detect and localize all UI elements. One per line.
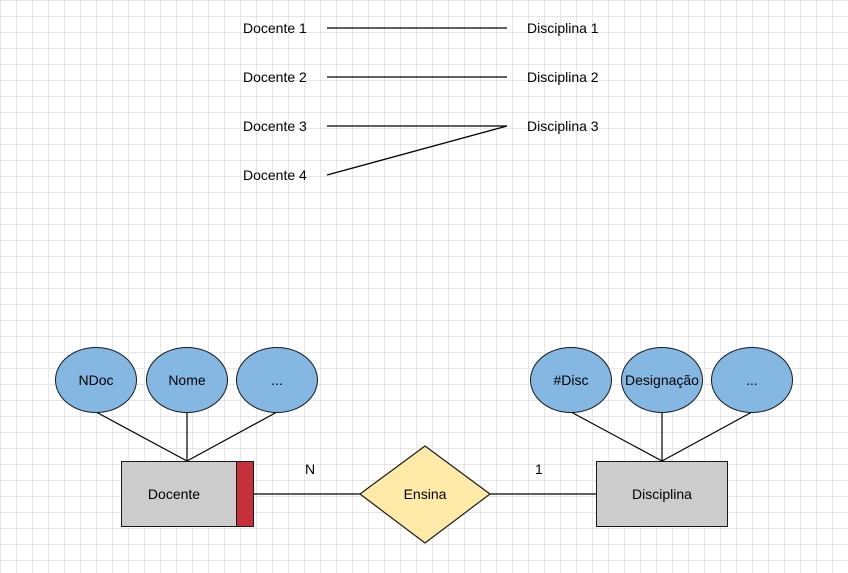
entity-disciplina[interactable]: Disciplina	[596, 461, 728, 527]
relationship-ensina-diamond[interactable]	[358, 445, 492, 544]
cardinality-disciplina: 1	[535, 461, 543, 477]
relationship-ensina-label: Ensina	[403, 486, 447, 502]
mapping-docente-2[interactable]: Docente 2	[243, 69, 307, 85]
attribute-disc[interactable]: #Disc	[530, 347, 612, 413]
connector-more-docente[interactable]	[186, 411, 278, 462]
attribute-disciplina-more[interactable]: ...	[711, 347, 793, 413]
cardinality-docente: N	[305, 461, 316, 477]
mapping-disciplina-2[interactable]: Disciplina 2	[527, 69, 599, 85]
attribute-docente-more[interactable]: ...	[236, 347, 318, 413]
entity-disciplina-label: Disciplina	[632, 486, 692, 502]
attribute-ndoc[interactable]: NDoc	[55, 347, 137, 413]
entity-docente-label: Docente	[147, 486, 201, 502]
entity-docente-marker	[236, 461, 254, 527]
mapping-docente-1[interactable]: Docente 1	[243, 20, 307, 36]
attribute-nome[interactable]: Nome	[146, 347, 228, 413]
mapping-disciplina-3[interactable]: Disciplina 3	[527, 118, 599, 134]
entity-docente[interactable]: Docente	[121, 461, 239, 527]
connector-ndoc-docente[interactable]	[95, 411, 188, 462]
mapping-docente-4[interactable]: Docente 4	[243, 167, 307, 183]
mapping-line-d4-disc3[interactable]	[326, 125, 508, 176]
connector-disc-disciplina[interactable]	[570, 411, 663, 462]
mapping-disciplina-1[interactable]: Disciplina 1	[527, 20, 599, 36]
connector-more-disciplina[interactable]	[661, 411, 753, 462]
attribute-designacao[interactable]: Designação	[621, 347, 703, 413]
mapping-docente-3[interactable]: Docente 3	[243, 118, 307, 134]
